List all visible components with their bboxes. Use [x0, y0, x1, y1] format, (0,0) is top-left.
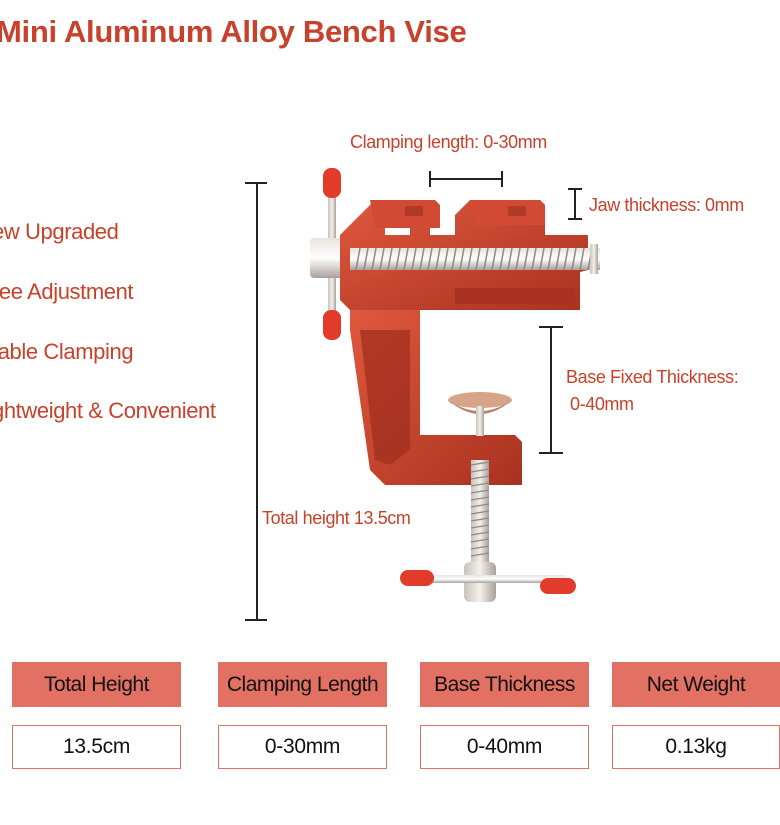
jaw-thickness-label: Jaw thickness: 0mm: [589, 195, 744, 215]
spec-value-base-thickness: 0-40mm: [420, 725, 589, 769]
spec-value-net-weight: 0.13kg: [612, 725, 780, 769]
spec-header-total-height: Total Height: [12, 662, 181, 707]
base-thickness-line: [550, 327, 552, 453]
feature-lightweight: ghtweight & Convenient: [0, 398, 216, 423]
total-height-cap-bottom: [245, 619, 267, 621]
jaw-thickness-line: [574, 189, 576, 219]
jaw-thickness-cap-bottom: [568, 218, 582, 220]
clamping-length-label: Clamping length: 0-30mm: [350, 132, 547, 152]
spec-header-base-thickness: Base Thickness: [420, 662, 589, 707]
bench-vise-image: [310, 168, 600, 602]
clamping-length-cap-left: [429, 171, 431, 187]
total-height-line: [256, 183, 258, 620]
base-thickness-cap-top: [539, 326, 563, 328]
base-thickness-cap-bottom: [539, 452, 563, 454]
base-thickness-label-1: Base Fixed Thickness:: [566, 367, 739, 387]
spec-header-net-weight: Net Weight: [612, 662, 780, 707]
spec-value-clamping-length: 0-30mm: [218, 725, 387, 769]
total-height-cap-top: [245, 182, 267, 184]
page-title: Mini Aluminum Alloy Bench Vise: [0, 14, 467, 49]
clamping-length-cap-right: [501, 171, 503, 187]
base-thickness-label-2: 0-40mm: [570, 394, 634, 414]
feature-adjustment: ree Adjustment: [0, 279, 134, 304]
clamping-length-line: [430, 178, 502, 180]
jaw-thickness-cap-top: [568, 188, 582, 190]
total-height-label: Total height 13.5cm: [262, 508, 411, 528]
spec-value-total-height: 13.5cm: [12, 725, 181, 769]
feature-upgraded: ew Upgraded: [0, 219, 119, 244]
feature-clamping: table Clamping: [0, 339, 134, 364]
spec-header-clamping-length: Clamping Length: [218, 662, 387, 707]
